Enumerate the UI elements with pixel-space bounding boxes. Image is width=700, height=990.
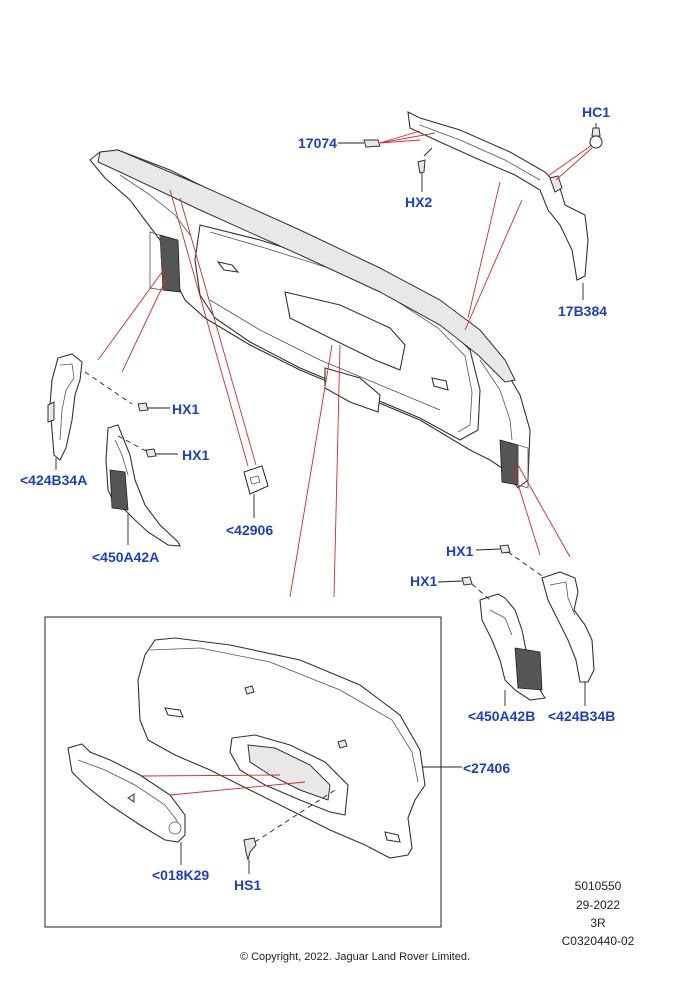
inset-detail-box [44, 616, 442, 928]
callout-hx1-lower-right[interactable]: HX1 [410, 573, 437, 589]
screw-hx1-right-icon [461, 544, 511, 586]
screw-hs1-icon [243, 837, 257, 861]
callout-018k29[interactable]: <018K29 [152, 867, 209, 883]
leader-lines [55, 123, 597, 874]
bracket-42906 [243, 465, 269, 495]
pillar-trim-450a42b [479, 593, 546, 701]
callout-hx1-upper-right[interactable]: HX1 [446, 543, 473, 559]
diagram-revision: 3R [590, 916, 606, 930]
callout-450a42b[interactable]: <450A42B [468, 708, 535, 724]
callout-424b34a[interactable]: <424B34A [20, 472, 87, 488]
callout-hc1[interactable]: HC1 [582, 104, 610, 120]
trim-strip-018k29 [67, 743, 186, 843]
pillar-trim-450a42a [105, 424, 181, 547]
screw-hx2-icon [417, 159, 426, 174]
pillar-trim-424b34b [541, 571, 595, 683]
diagram-number: 5010550 [575, 879, 622, 893]
callout-424b34b[interactable]: <424B34B [548, 708, 615, 724]
callout-17b384[interactable]: 17B384 [558, 303, 607, 319]
copyright-notice: © Copyright, 2022. Jaguar Land Rover Lim… [240, 951, 470, 963]
tailgate-lower-trim-27406 [137, 637, 426, 859]
diagram-date-code: 29-2022 [576, 898, 620, 912]
pillar-trim-424b34a [47, 353, 83, 461]
screw-hx1-left-icon [137, 402, 157, 458]
clip-17074-icon [363, 139, 381, 148]
spoiler-trim-17b384 [407, 111, 589, 281]
callout-hx1-lower-left[interactable]: HX1 [182, 447, 209, 463]
tailgate-assembly [89, 149, 531, 489]
callout-27406[interactable]: <27406 [463, 760, 510, 776]
callout-42906[interactable]: <42906 [226, 522, 273, 538]
callout-hx2[interactable]: HX2 [405, 194, 432, 210]
diagram-reference: C0320440-02 [562, 934, 635, 948]
callout-17074[interactable]: 17074 [298, 135, 337, 151]
callout-450a42a[interactable]: <450A42A [92, 549, 159, 565]
callout-hs1[interactable]: HS1 [234, 877, 261, 893]
callout-hx1-upper-left[interactable]: HX1 [172, 401, 199, 417]
clip-hc1-icon [589, 127, 603, 149]
